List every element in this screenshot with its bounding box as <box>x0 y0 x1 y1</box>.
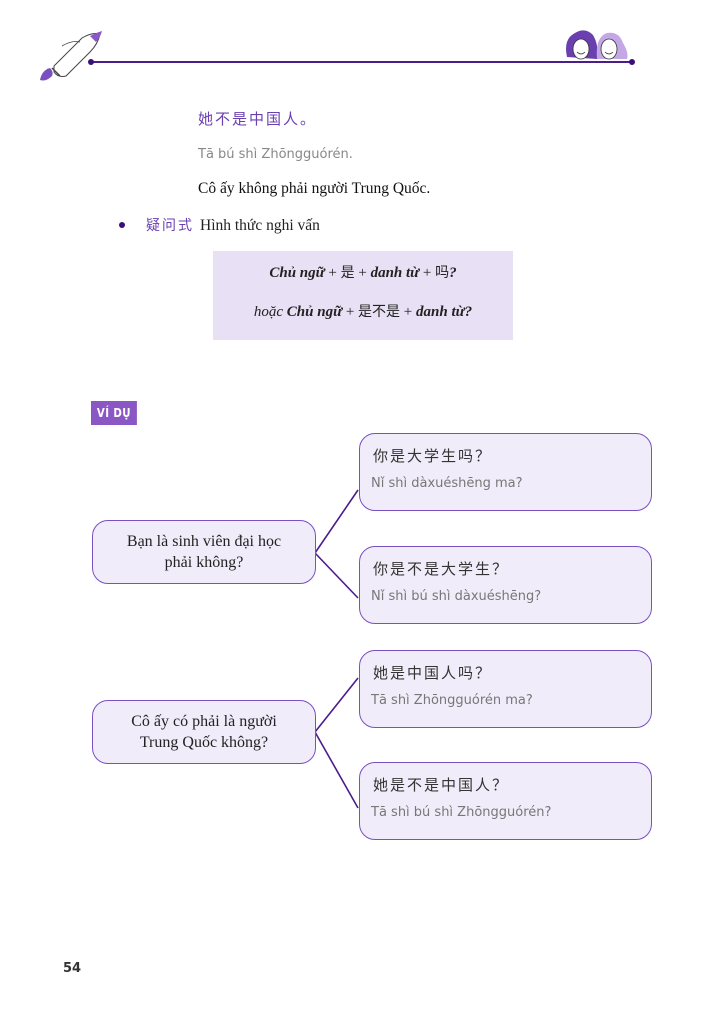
page-number: 54 <box>63 961 82 976</box>
formula-noun: danh từ? <box>416 304 473 320</box>
formula-or: hoặc <box>253 304 287 320</box>
formula-line-1: Chủ ngữ + 是 + danh từ + 吗? <box>213 262 513 282</box>
formula-question-mark: ? <box>449 265 457 281</box>
formula-line-2: hoặc Chủ ngữ + 是不是 + danh từ? <box>213 301 513 321</box>
translation-chinese: 你是大学生吗？ <box>373 447 493 465</box>
translation-box-2a: 她是中国人吗？ Tā shì Zhōngguórén ma? <box>359 650 652 728</box>
formula-shi: 是 <box>340 265 355 281</box>
source-line: Trung Quốc không? <box>139 734 269 751</box>
plus-sign: + <box>342 304 359 320</box>
plus-sign: + <box>400 304 417 320</box>
translation-pinyin: Nǐ shì bú shì dàxuéshēng? <box>371 589 542 604</box>
plus-sign: + <box>419 265 436 281</box>
rocket-icon <box>40 31 102 81</box>
source-box-1: Bạn là sinh viên đại học phải không? <box>92 520 316 584</box>
example-chinese: 她不是中国人。 <box>198 110 318 128</box>
formula-shibushi: 是不是 <box>358 304 401 320</box>
bullet-heading: 疑问式 Hình thức nghi vấn <box>146 215 320 235</box>
header-rule-dot-left <box>88 59 94 65</box>
examples-label: VÍ DỤ <box>91 401 137 425</box>
formula-subject: Chủ ngữ <box>286 304 343 320</box>
plus-sign: + <box>324 265 341 281</box>
formula-ma: 吗 <box>435 265 450 281</box>
header-rule-dot-right <box>629 59 635 65</box>
formula-box: Chủ ngữ + 是 + danh từ + 吗? hoặc Chủ ngữ … <box>213 251 513 340</box>
source-box-2: Cô ấy có phải là người Trung Quốc không? <box>92 700 316 764</box>
translation-pinyin: Nǐ shì dàxuéshēng ma? <box>371 476 523 491</box>
two-girls-icon <box>566 30 628 60</box>
example-vietnamese: Cô ấy không phải người Trung Quốc. <box>198 180 431 197</box>
bullet-label: Hình thức nghi vấn <box>200 217 320 234</box>
translation-pinyin: Tā shì Zhōngguórén ma? <box>371 693 533 708</box>
formula-subject: Chủ ngữ <box>269 265 325 281</box>
translation-box-1b: 你是不是大学生？ Nǐ shì bú shì dàxuéshēng? <box>359 546 652 624</box>
translation-box-2b: 她是不是中国人？ Tā shì bú shì Zhōngguórén? <box>359 762 652 840</box>
translation-pinyin: Tā shì bú shì Zhōngguórén? <box>371 805 552 820</box>
source-line: Cô ấy có phải là người <box>131 713 277 730</box>
translation-chinese: 她是不是中国人？ <box>373 776 510 794</box>
source-line: Bạn là sinh viên đại học <box>126 533 282 550</box>
bullet-chinese: 疑问式 <box>146 218 194 234</box>
header-rule <box>91 61 632 63</box>
source-line: phải không? <box>164 554 244 571</box>
translation-box-1a: 你是大学生吗？ Nǐ shì dàxuéshēng ma? <box>359 433 652 511</box>
translation-chinese: 她是中国人吗？ <box>373 664 493 682</box>
plus-sign: + <box>354 265 371 281</box>
bullet-dot <box>119 222 125 228</box>
example-pinyin: Tā bú shì Zhōngguórén. <box>198 147 353 162</box>
translation-chinese: 你是不是大学生？ <box>373 560 510 578</box>
formula-noun: danh từ <box>370 265 420 281</box>
